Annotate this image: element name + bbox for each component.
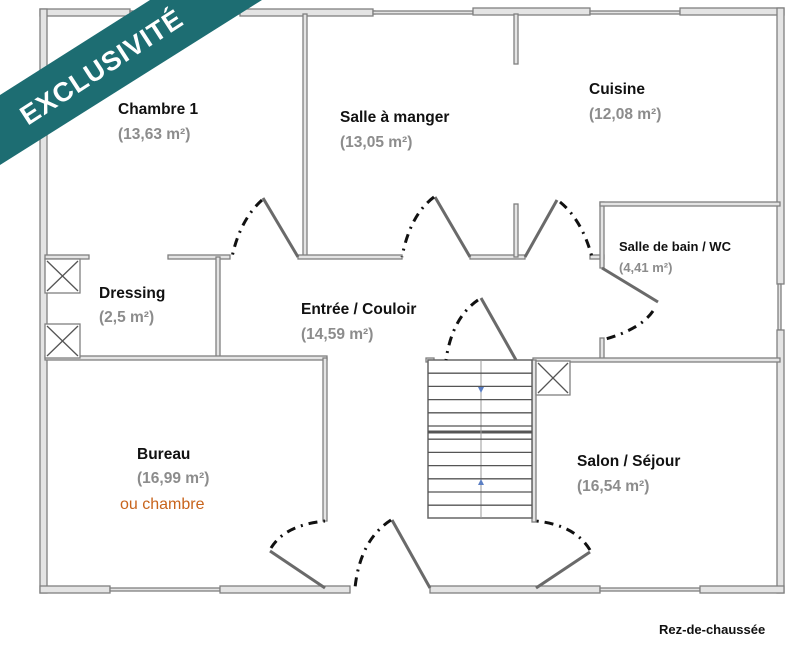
room-area-chambre-1: (13,63 m²) <box>118 126 191 143</box>
doors <box>230 195 659 590</box>
room-area-salle-de-bain: (4,41 m²) <box>619 260 673 275</box>
room-name-salle-de-bain: Salle de bain / WC <box>619 239 731 254</box>
room-area-salon: (16,54 m²) <box>577 478 650 495</box>
room-name-salon: Salon / Séjour <box>577 453 681 470</box>
room-name-cuisine: Cuisine <box>589 81 645 98</box>
walls <box>39 7 785 594</box>
room-name-bureau: Bureau <box>137 446 191 463</box>
room-name-chambre-1: Chambre 1 <box>118 101 199 118</box>
closets <box>44 258 571 396</box>
room-name-entree: Entrée / Couloir <box>301 301 417 318</box>
room-area-bureau: (16,99 m²) <box>137 470 210 487</box>
room-area-entree: (14,59 m²) <box>301 326 374 343</box>
level-label: Rez-de-chaussée <box>659 622 766 637</box>
room-name-dressing: Dressing <box>99 285 166 302</box>
room-name-salle-a-manger: Salle à manger <box>340 109 450 126</box>
room-area-dressing: (2,5 m²) <box>99 309 155 326</box>
room-note-bureau: ou chambre <box>120 496 205 513</box>
room-area-salle-a-manger: (13,05 m²) <box>340 134 413 151</box>
room-area-cuisine: (12,08 m²) <box>589 106 662 123</box>
staircase <box>427 359 533 519</box>
banner <box>0 0 262 165</box>
